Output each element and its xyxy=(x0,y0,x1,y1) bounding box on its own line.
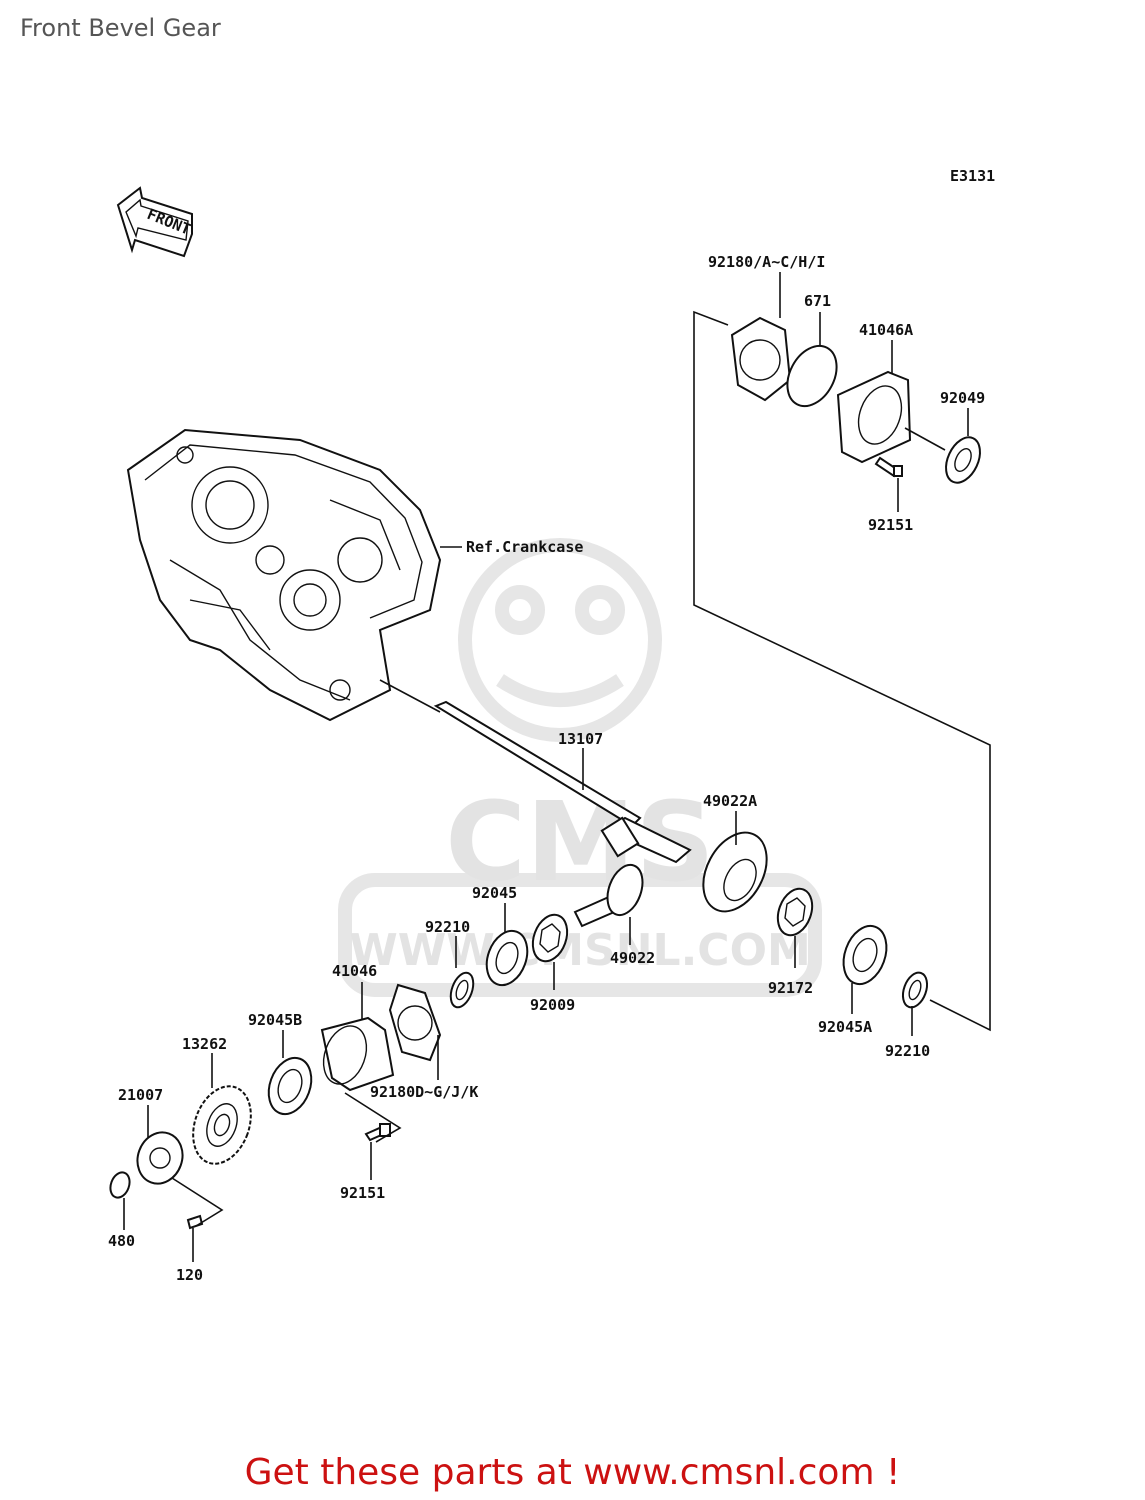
label-washer: 92009 xyxy=(530,996,575,1014)
label-plate: 21007 xyxy=(118,1086,163,1104)
label-bevel-gear-set-a: 49022A xyxy=(703,792,757,810)
crankcase-illustration xyxy=(126,428,442,722)
washer-92172 xyxy=(776,887,814,937)
label-bevel-gear: 49022 xyxy=(610,949,655,967)
front-direction-arrow-icon: FRONT xyxy=(116,186,193,258)
diagram-code: E3131 xyxy=(950,167,995,185)
seal-92049 xyxy=(945,436,981,484)
cta-link[interactable]: Get these parts at www.cmsnl.com ! xyxy=(244,1452,901,1493)
cover-gasket-92180-upper xyxy=(730,316,792,402)
label-oil-seal-right: 92210 xyxy=(885,1042,930,1060)
watermark-url-text: WWW.CMSNL.COM xyxy=(349,925,811,976)
bolt-92151-lower xyxy=(364,1123,391,1142)
screw-120 xyxy=(186,1214,204,1230)
label-washer-right: 92172 xyxy=(768,979,813,997)
page-title: Front Bevel Gear xyxy=(20,14,221,42)
watermark-logo: CMS WWW.CMSNL.COM xyxy=(338,538,822,997)
label-housing-lower: 41046 xyxy=(332,962,377,980)
label-gasket-lower: 92180D~G/J/K xyxy=(370,1083,478,1101)
bearing-92045B xyxy=(267,1056,313,1116)
label-screw: 120 xyxy=(176,1266,203,1284)
plate-21007 xyxy=(136,1131,184,1185)
oring-671 xyxy=(786,344,838,408)
label-bolt-lower: 92151 xyxy=(340,1184,385,1202)
label-oil-seal-left: 92210 xyxy=(425,918,470,936)
bevel-gear-49022 xyxy=(573,863,644,928)
circlip-480 xyxy=(109,1171,131,1199)
label-oring: 671 xyxy=(804,292,831,310)
label-housing-upper: 41046A xyxy=(859,321,913,339)
label-crankcase-ref: Ref.Crankcase xyxy=(466,538,583,556)
label-bearing-left: 92045 xyxy=(472,884,517,902)
oil-seal-92210-left xyxy=(449,971,475,1009)
housing-41046A xyxy=(836,370,912,464)
label-cover-gasket-upper: 92180/A~C/H/I xyxy=(708,253,825,271)
gasket-92180-lower xyxy=(388,983,442,1062)
bevel-gear-49022A xyxy=(702,831,768,913)
label-bearing-right: 92045A xyxy=(818,1018,872,1036)
label-gear-lower: 13262 xyxy=(182,1035,227,1053)
shaft-13107 xyxy=(433,700,692,864)
label-bolt-upper: 92151 xyxy=(868,516,913,534)
bearing-92045A xyxy=(842,924,888,986)
label-seal-upper: 92049 xyxy=(940,389,985,407)
label-circlip: 480 xyxy=(108,1232,135,1250)
gear-13262 xyxy=(192,1085,252,1165)
bearing-92045 xyxy=(485,929,529,987)
bolt-92151-upper xyxy=(874,456,903,478)
housing-41046 xyxy=(320,1016,395,1092)
label-bearing-lower: 92045B xyxy=(248,1011,302,1029)
oil-seal-92210-right xyxy=(901,971,929,1009)
label-shaft: 13107 xyxy=(558,730,603,748)
washer-92009 xyxy=(531,913,569,963)
